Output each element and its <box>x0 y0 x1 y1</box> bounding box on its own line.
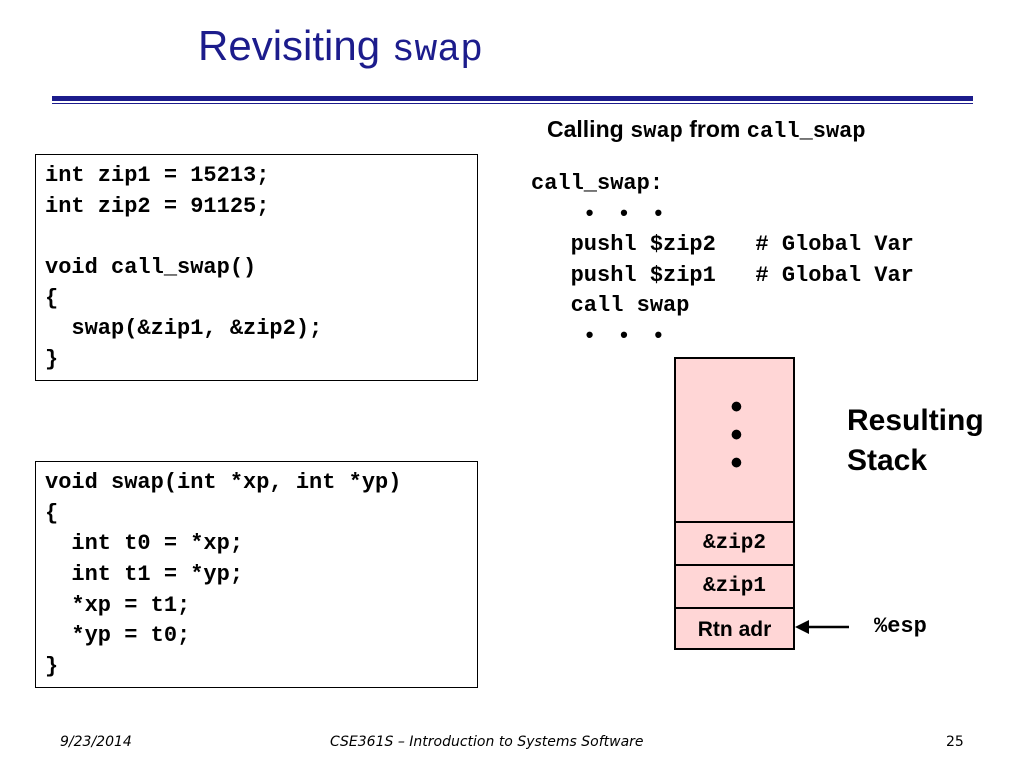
stack-label-line: Resulting <box>847 404 984 437</box>
code-line: swap(&zip1, &zip2); <box>45 316 323 342</box>
calling-heading-code: call_swap <box>746 119 866 144</box>
calling-heading-part: Calling <box>547 116 631 142</box>
stack-dot: • <box>730 416 743 454</box>
title-rule-thick <box>52 96 973 101</box>
asm-instruction: pushl $zip2 # Global Var <box>531 232 914 257</box>
code-line: *xp = t1; <box>45 592 191 618</box>
stack-cell-zip1: &zip1 <box>676 564 793 607</box>
footer-course: CSE361S – Introduction to Systems Softwa… <box>330 734 644 750</box>
code-line: int t1 = *yp; <box>45 562 244 588</box>
title-rule-thin <box>52 103 973 104</box>
stack-dot: • <box>730 388 743 426</box>
code-line: int t0 = *xp; <box>45 531 244 557</box>
code-box-swap: void swap(int *xp, int *yp) { int t0 = *… <box>35 461 478 688</box>
stack-cell-return-address: Rtn adr <box>676 607 793 650</box>
asm-label: call_swap: <box>531 171 664 196</box>
code-line: { <box>45 500 59 526</box>
calling-heading: Calling swap from call_swap <box>547 113 866 148</box>
asm-instruction: pushl $zip1 # Global Var <box>531 262 914 288</box>
esp-arrow-icon <box>795 620 849 634</box>
stack-cell-zip2: &zip2 <box>676 521 793 564</box>
assembly-listing: call_swap: • • • pushl $zip2 # Global Va… <box>531 169 914 352</box>
code-line: int zip2 = 91125; <box>45 193 270 219</box>
stack-diagram: • • • &zip2 &zip1 Rtn adr <box>674 357 795 650</box>
slide-title-text: Revisiting <box>198 22 392 69</box>
esp-label: %esp <box>874 614 927 639</box>
code-line: void call_swap() <box>45 255 257 281</box>
asm-ellipsis: • • • <box>583 323 670 349</box>
stack-label-line: Stack <box>847 444 928 477</box>
slide-title-code: swap <box>391 29 483 72</box>
asm-ellipsis: • • • <box>583 201 670 227</box>
code-line: { <box>45 285 59 311</box>
code-line: int zip1 = 15213; <box>45 163 270 188</box>
code-box-globals: int zip1 = 15213; int zip2 = 91125; void… <box>35 154 478 381</box>
footer-date: 9/23/2014 <box>60 734 132 750</box>
code-line: void swap(int *xp, int *yp) <box>45 470 402 495</box>
asm-instruction: call swap <box>531 293 690 318</box>
stack-label: Resulting Stack <box>847 401 984 481</box>
calling-heading-part: from <box>682 116 747 142</box>
stack-ellipsis: • • • <box>678 388 795 482</box>
calling-heading-code: swap <box>630 119 683 144</box>
code-line: *yp = t0; <box>45 623 191 649</box>
code-line: } <box>45 654 59 680</box>
stack-dot: • <box>730 444 743 482</box>
slide-title: Revisiting swap <box>198 14 483 83</box>
code-line: } <box>45 347 59 373</box>
code-line <box>45 222 477 253</box>
footer-page-number: 25 <box>946 734 964 750</box>
